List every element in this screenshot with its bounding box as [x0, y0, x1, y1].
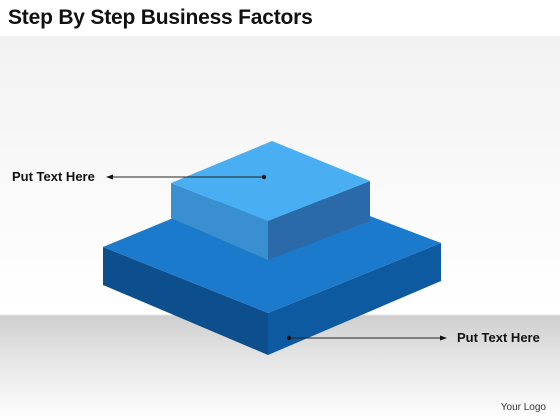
callout-top-connector	[106, 174, 267, 180]
tier-bottom-side-face	[268, 243, 441, 355]
tier-top-side-face	[268, 181, 370, 260]
callout-top-label: Put Text Here	[12, 169, 95, 184]
tier-top-top-face	[171, 141, 370, 221]
logo-text: Your Logo	[500, 402, 546, 413]
tier-bottom-front-face	[103, 247, 268, 355]
tier-top	[171, 141, 370, 260]
slide-title: Step By Step Business Factors	[8, 6, 313, 29]
tier-top-front-face	[171, 183, 268, 260]
callout-bottom-label: Put Text Here	[457, 330, 540, 345]
callout-bottom-connector	[286, 335, 447, 341]
